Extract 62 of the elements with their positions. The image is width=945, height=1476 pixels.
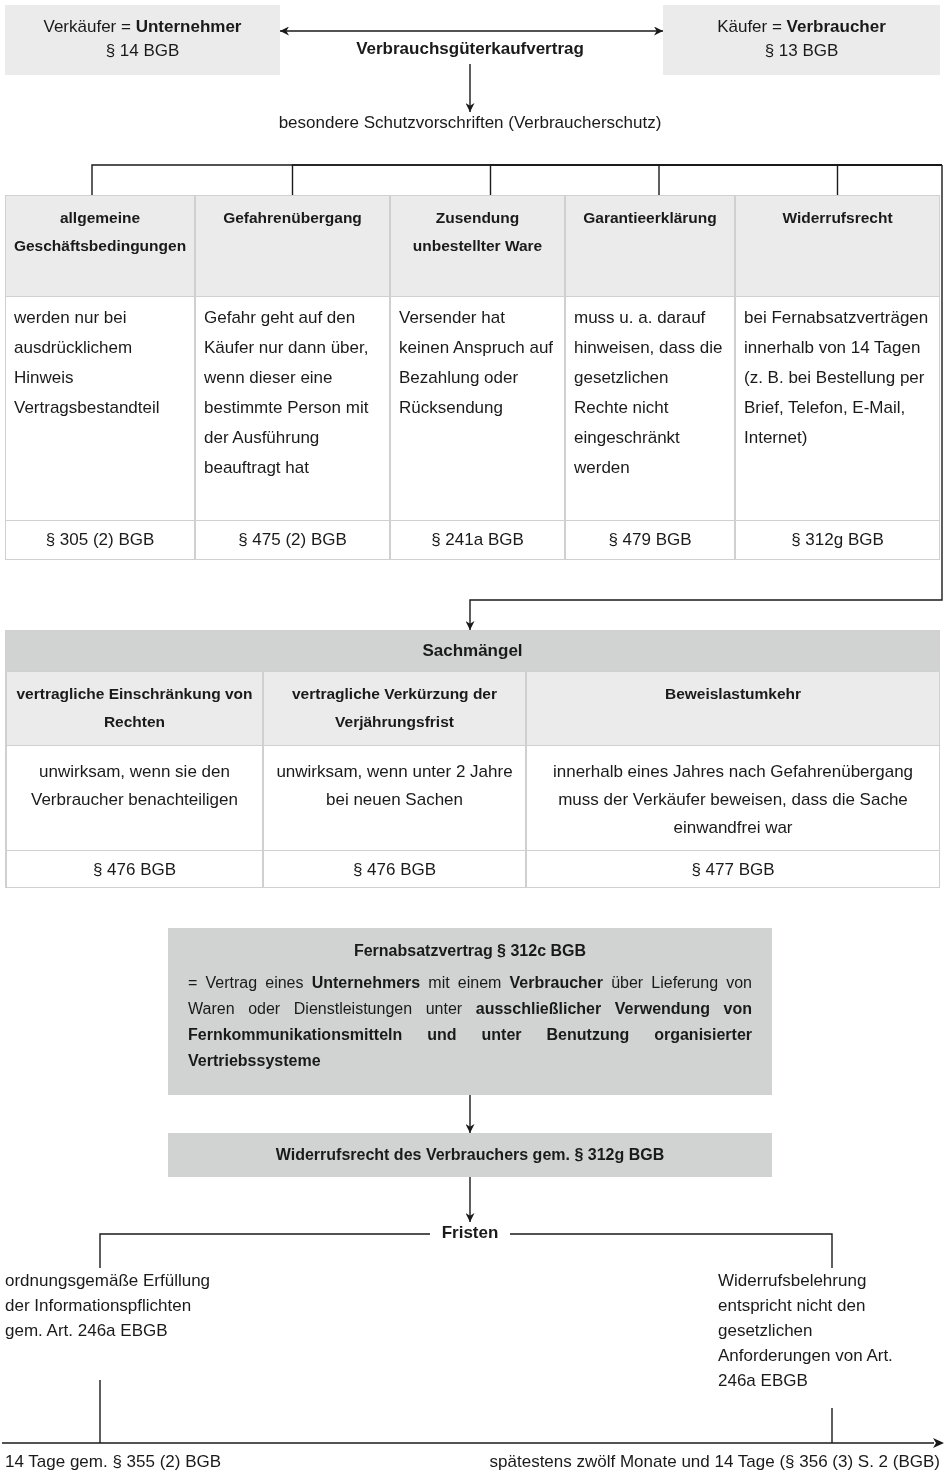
connector-line	[836, 164, 943, 196]
text-label: Widerrufsbelehrung entspricht nicht den gesetzlichen Anforderungen von Art. 246a EBGB	[718, 1268, 923, 1398]
law-reference: § 14 BGB	[105, 40, 180, 62]
law-reference: § 13 BGB	[764, 40, 839, 62]
table-column	[5, 195, 195, 560]
column-header: allgemeine Geschäftsbedingungen	[5, 195, 195, 297]
table-column	[6, 671, 263, 888]
column-text: muss u. a. darauf hinweisen, dass die gesetzlichen Rechte nicht eingeschränkt werden	[565, 297, 735, 520]
law-reference: § 476 BGB	[6, 850, 263, 888]
definition-text: = Vertrag eines Unternehmers mit einem Verbraucher über Lieferung von Waren oder Dienstleistungen unter ausschließlicher Verwendung von Fernkommunikationsmitteln und unter Benutzung organisierter Vertriebssysteme	[188, 973, 752, 1071]
table-title: Sachmängel	[6, 631, 939, 671]
box-title: Fernabsatzvertrag § 312c BGB	[352, 941, 588, 961]
column-header: Gefahrenübergang	[195, 195, 390, 297]
law-reference: § 476 BGB	[263, 850, 526, 888]
table-column	[390, 195, 565, 560]
column-text: Gefahr geht auf den Käufer nur dann über, wenn dieser eine bestimmte Person mit der Ausführung beauftragt hat	[195, 297, 390, 520]
column-header: Widerrufsrecht	[735, 195, 940, 297]
law-reference: § 241a BGB	[390, 520, 565, 560]
column-header: Garantieerklärung	[565, 195, 735, 297]
time-label: spätestens zwölf Monate und 14 Tage (§ 356 (3) S. 2 (BGB)	[488, 1451, 940, 1473]
table-column	[565, 195, 735, 560]
table-column	[526, 671, 940, 888]
column-text: Versender hat keinen Anspruch auf Bezahlung oder Rücksendung	[390, 297, 565, 520]
law-reference: § 475 (2) BGB	[195, 520, 390, 560]
party-label: Verkäufer = Unternehmer	[43, 16, 242, 38]
arrow	[465, 164, 943, 631]
connector-line	[99, 1233, 431, 1269]
table-column	[735, 195, 940, 560]
party-box	[663, 5, 940, 75]
table-column	[195, 195, 390, 560]
arrow	[465, 63, 475, 113]
table-frame	[5, 630, 940, 888]
text-label: Fristen	[430, 1222, 510, 1246]
column-text: unwirksam, wenn unter 2 Jahre bei neuen Sachen	[263, 746, 526, 850]
connector-line	[831, 1407, 833, 1444]
column-text: bei Fernabsatzverträgen innerhalb von 14 Tagen (z. B. bei Bestellung per Brief, Telefon, E-Mail, Internet)	[735, 297, 940, 520]
arrow	[279, 26, 664, 36]
table-column	[263, 671, 526, 888]
column-header: vertragliche Einschränkung von Rechten	[6, 671, 263, 746]
column-text: werden nur bei ausdrücklichem Hinweis Vertragsbestandteil	[5, 297, 195, 520]
text-label: ordnungsgemäße Erfüllung der Informationspflichten gem. Art. 246a EBGB	[5, 1268, 220, 1372]
column-header: Zusendung unbestellter Ware	[390, 195, 565, 297]
law-reference: § 305 (2) BGB	[5, 520, 195, 560]
law-reference: § 312g BGB	[735, 520, 940, 560]
definition-box	[168, 928, 772, 1095]
party-label: Käufer = Verbraucher	[717, 16, 886, 38]
law-reference: § 477 BGB	[526, 850, 940, 888]
time-label: 14 Tage gem. § 355 (2) BGB	[5, 1451, 223, 1473]
text-label: besondere Schutzvorschriften (Verbraucherschutz)	[200, 112, 740, 140]
party-box	[5, 5, 280, 75]
column-header: Beweislastumkehr	[526, 671, 940, 746]
time-axis	[2, 1437, 944, 1449]
column-text: innerhalb eines Jahres nach Gefahrenübergang muss der Verkäufer beweisen, dass die Sache einwandfrei war	[526, 746, 940, 850]
arrow	[465, 1094, 475, 1134]
arrow	[465, 1176, 475, 1223]
connector-line	[509, 1233, 833, 1269]
text-label: Verbrauchsgüterkaufvertrag	[310, 38, 630, 64]
law-reference: § 479 BGB	[565, 520, 735, 560]
column-header: vertragliche Verkürzung der Verjährungsfrist	[263, 671, 526, 746]
column-text: unwirksam, wenn sie den Verbraucher benachteiligen	[6, 746, 263, 850]
heading-box: Widerrufsrecht des Verbrauchers gem. § 312g BGB	[168, 1133, 772, 1177]
connector-line	[99, 1379, 101, 1444]
